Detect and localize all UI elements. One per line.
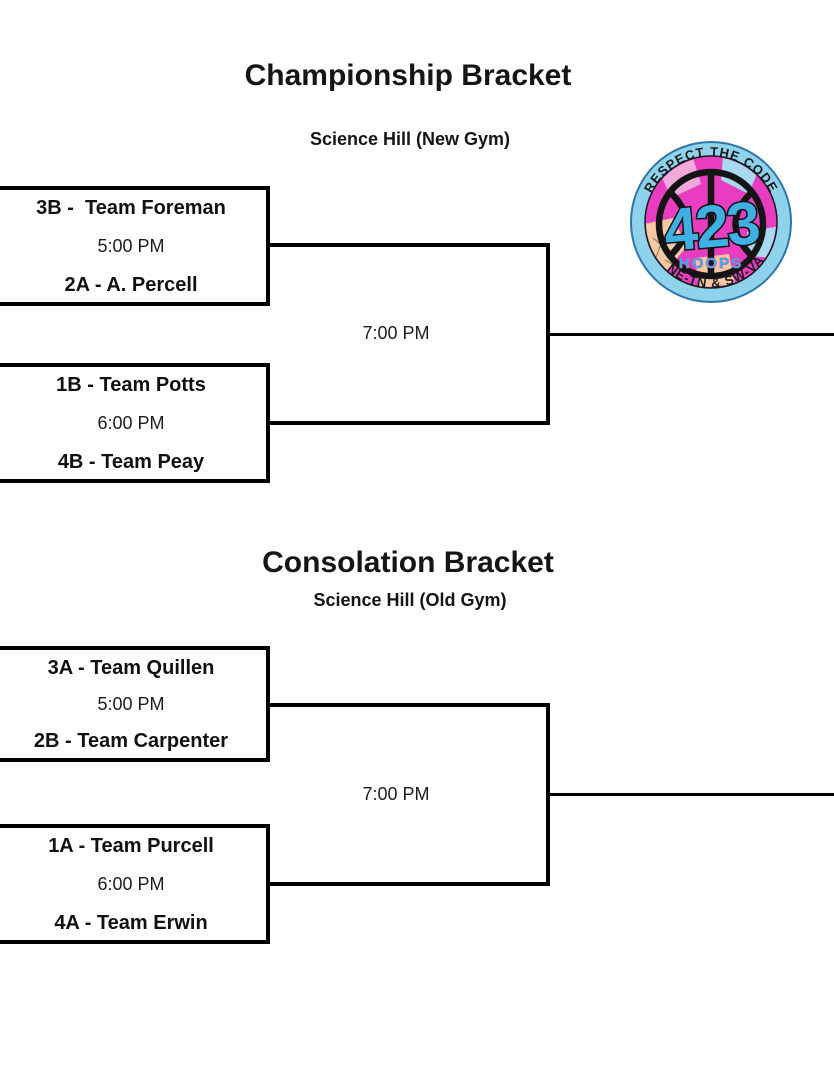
bracket-connector-top (266, 703, 550, 707)
match-box-consolation-semifinal-1: 3A - Team Quillen 5:00 PM 2B - Team Carp… (0, 646, 270, 762)
team-top-label: 1B - Team Potts (56, 374, 206, 396)
team-top-label: 3A - Team Quillen (47, 657, 215, 679)
final-game-time-label: 7:00 PM (362, 323, 430, 343)
team-top-label: 1A - Team Purcell (48, 835, 214, 857)
championship-venue: Science Hill (New Gym) (309, 129, 511, 149)
camo-crack-lines (652, 237, 716, 277)
final-advancement-line (546, 333, 834, 336)
team-bottom-label: 4B - Team Peay (57, 451, 205, 473)
team-bottom-label: 2B - Team Carpenter (33, 730, 229, 752)
logo-word-hoops: HOOPS (679, 255, 743, 272)
match-box-consolation-semifinal-2: 1A - Team Purcell 6:00 PM 4A - Team Erwi… (0, 824, 270, 944)
game-time-label: 6:00 PM (97, 874, 165, 894)
423-hoops-logo: 423 HOOPS RESPECT THE CODE NE-TN & SW-VA (630, 141, 792, 303)
camo-patch (695, 254, 735, 287)
bracket-connector-bottom (266, 421, 550, 425)
consolation-title: Consolation Bracket (262, 546, 554, 579)
game-time-label: 5:00 PM (97, 694, 165, 714)
logo-number: 423 (661, 189, 761, 264)
match-box-championship-semifinal-2: 1B - Team Potts 6:00 PM 4B - Team Peay (0, 363, 270, 483)
championship-title: Championship Bracket (244, 59, 572, 92)
team-top-label: 3B - Team Foreman (36, 197, 226, 219)
game-time-label: 6:00 PM (97, 413, 165, 433)
bracket-connector-bottom (266, 882, 550, 886)
match-box-championship-semifinal-1: 3B - Team Foreman 5:00 PM 2A - A. Percel… (0, 186, 270, 306)
game-time-label: 5:00 PM (97, 236, 165, 256)
consolation-venue: Science Hill (Old Gym) (313, 590, 507, 610)
final-advancement-line (546, 793, 834, 796)
team-bottom-label: 4A - Team Erwin (54, 912, 208, 934)
final-game-time-label: 7:00 PM (362, 784, 430, 804)
team-bottom-label: 2A - A. Percell (64, 274, 198, 296)
basketball-icon (655, 168, 767, 280)
bracket-connector-top (266, 243, 550, 247)
